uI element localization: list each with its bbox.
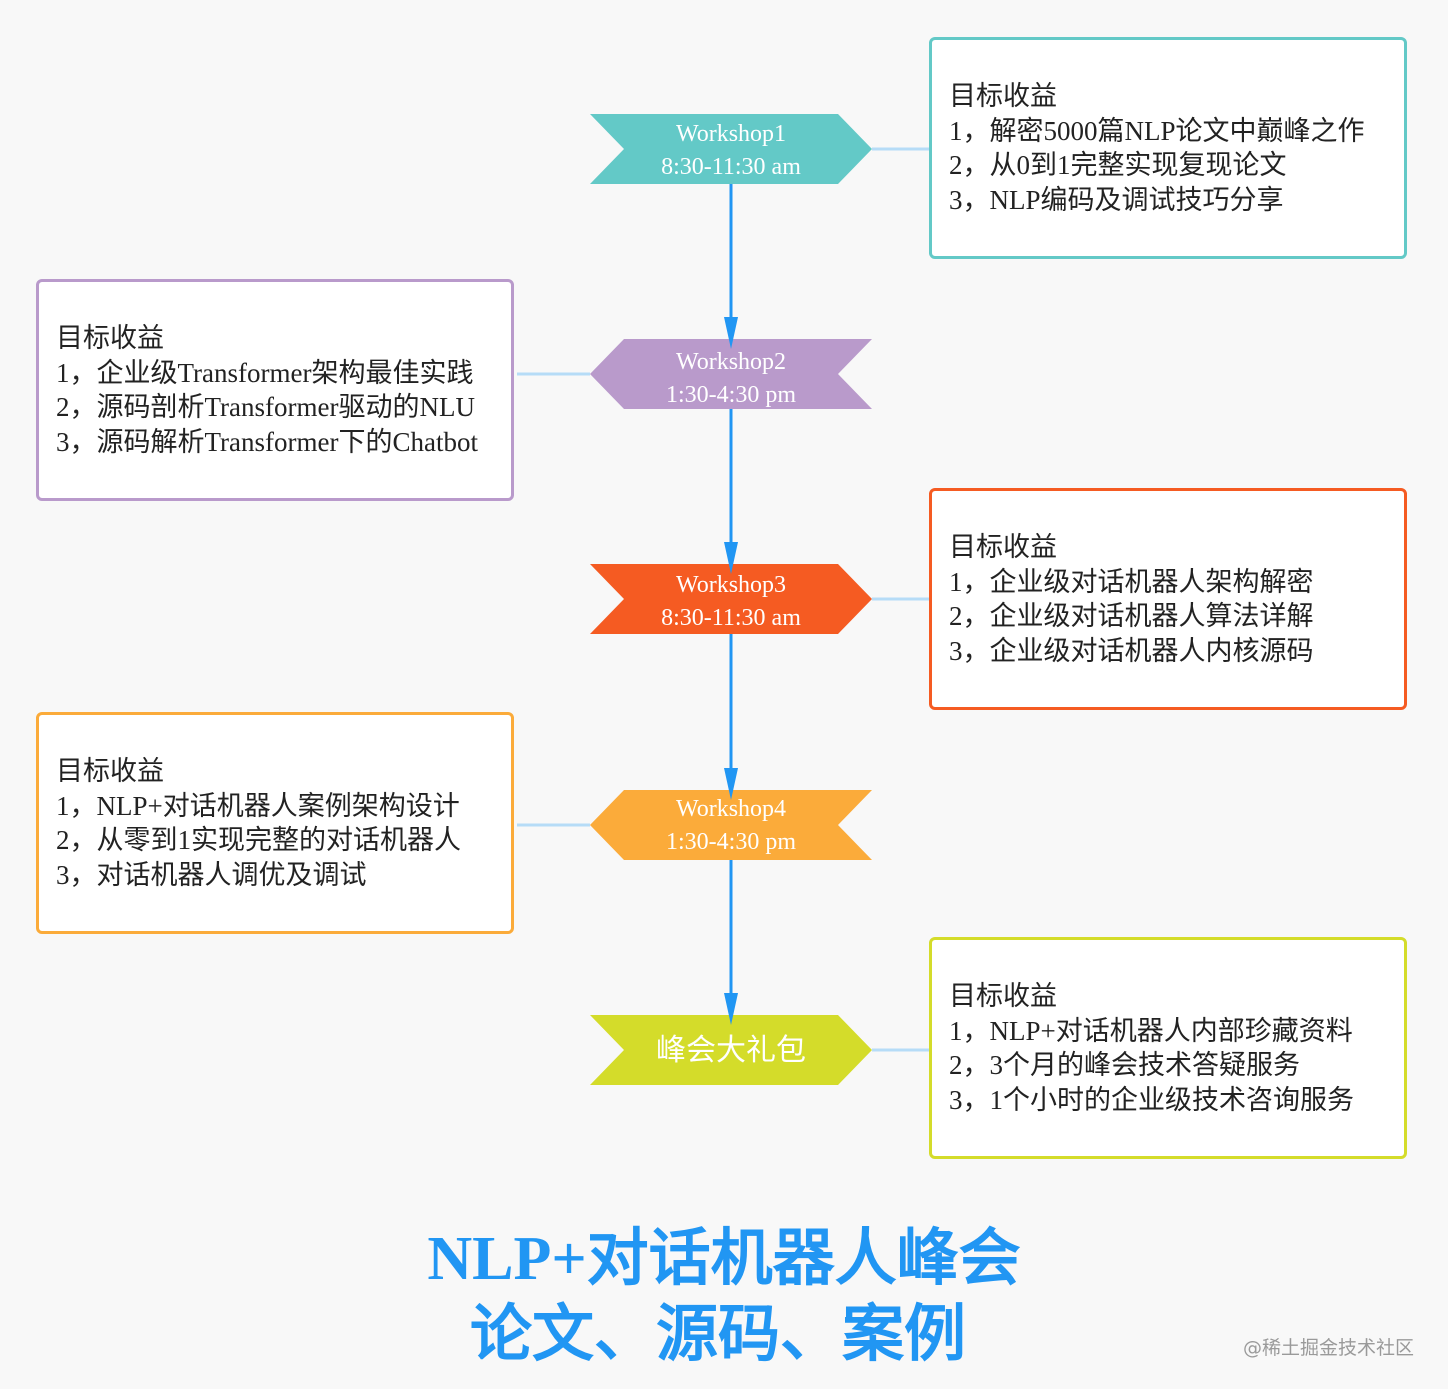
benefits-heading: 目标收益 xyxy=(56,756,164,786)
benefit-item: 1，企业级对话机器人架构解密 xyxy=(949,566,1314,597)
workshop2-ribbon xyxy=(590,339,872,409)
gift-pack-name: 峰会大礼包 xyxy=(656,1034,806,1067)
benefit-item: 1，NLP+对话机器人内部珍藏资料 xyxy=(949,1015,1353,1046)
workshop2-time: 1:30-4:30 pm xyxy=(666,382,796,408)
benefits-heading: 目标收益 xyxy=(949,81,1057,111)
workshop4-label: Workshop4 1:30-4:30 pm xyxy=(589,793,873,859)
workshop3-time: 8:30-11:30 am xyxy=(661,605,801,631)
benefit-item: 1，解密5000篇NLP论文中巅峰之作 xyxy=(949,115,1365,146)
benefit-item: 3，1个小时的企业级技术咨询服务 xyxy=(949,1084,1354,1115)
workshop2-name: Workshop2 xyxy=(675,349,787,375)
workshop4-ribbon xyxy=(590,790,872,860)
gift-pack-label: 峰会大礼包 xyxy=(589,1031,873,1071)
workshop1-ribbon xyxy=(590,114,872,184)
workshop4-benefits-box: 目标收益 1，NLP+对话机器人案例架构设计 2，从零到1实现完整的对话机器人 … xyxy=(36,712,514,934)
benefit-item: 3，对话机器人调优及调试 xyxy=(56,859,367,890)
benefits-heading: 目标收益 xyxy=(949,532,1057,562)
workshop4-time: 1:30-4:30 pm xyxy=(666,829,796,855)
workshop2-label: Workshop2 1:30-4:30 pm xyxy=(589,346,873,412)
flow-arrow-head-icon xyxy=(724,317,738,349)
benefit-item: 1，企业级Transformer架构最佳实践 xyxy=(56,357,474,388)
summit-title: NLP+对话机器人峰会 xyxy=(427,1225,1021,1293)
summit-subtitle: 论文、源码、案例 xyxy=(469,1301,966,1369)
workshop1-label: Workshop1 8:30-11:30 am xyxy=(589,118,873,184)
benefit-item: 3，源码解析Transformer下的Chatbot xyxy=(56,426,478,457)
flow-arrow-head-icon xyxy=(724,542,738,574)
flow-arrow-head-icon xyxy=(724,768,738,800)
workshop4-name: Workshop4 xyxy=(675,796,787,822)
watermark: @稀土掘金技术社区 xyxy=(1242,1337,1414,1359)
workshop3-benefits-box: 目标收益 1，企业级对话机器人架构解密 2，企业级对话机器人算法详解 3，企业级… xyxy=(929,488,1407,710)
benefit-item: 2，3个月的峰会技术答疑服务 xyxy=(949,1050,1300,1080)
benefits-heading: 目标收益 xyxy=(56,323,164,353)
workshop3-label: Workshop3 8:30-11:30 am xyxy=(589,569,873,635)
gift-pack-benefits-box: 目标收益 1，NLP+对话机器人内部珍藏资料 2，3个月的峰会技术答疑服务 3，… xyxy=(929,937,1407,1159)
workshop1-name: Workshop1 xyxy=(675,121,787,147)
benefit-item: 1，NLP+对话机器人案例架构设计 xyxy=(56,790,460,821)
benefit-item: 3，NLP编码及调试技巧分享 xyxy=(949,184,1284,215)
benefit-item: 2，企业级对话机器人算法详解 xyxy=(949,601,1314,631)
benefits-heading: 目标收益 xyxy=(949,981,1057,1011)
workshop2-benefits-box: 目标收益 1，企业级Transformer架构最佳实践 2，源码剖析Transf… xyxy=(36,279,514,501)
workshop1-benefits-box: 目标收益 1，解密5000篇NLP论文中巅峰之作 2，从0到1完整实现复现论文 … xyxy=(929,37,1407,259)
benefit-item: 2，从0到1完整实现复现论文 xyxy=(949,150,1287,180)
workshop3-name: Workshop3 xyxy=(675,572,787,598)
benefit-item: 3，企业级对话机器人内核源码 xyxy=(949,635,1314,666)
workshop1-time: 8:30-11:30 am xyxy=(661,154,801,180)
workshop3-ribbon xyxy=(590,564,872,634)
benefit-item: 2，从零到1实现完整的对话机器人 xyxy=(56,825,461,855)
benefit-item: 2，源码剖析Transformer驱动的NLU xyxy=(56,392,475,422)
flow-arrow-head-icon xyxy=(724,993,738,1025)
gift-pack-ribbon xyxy=(590,1015,872,1085)
